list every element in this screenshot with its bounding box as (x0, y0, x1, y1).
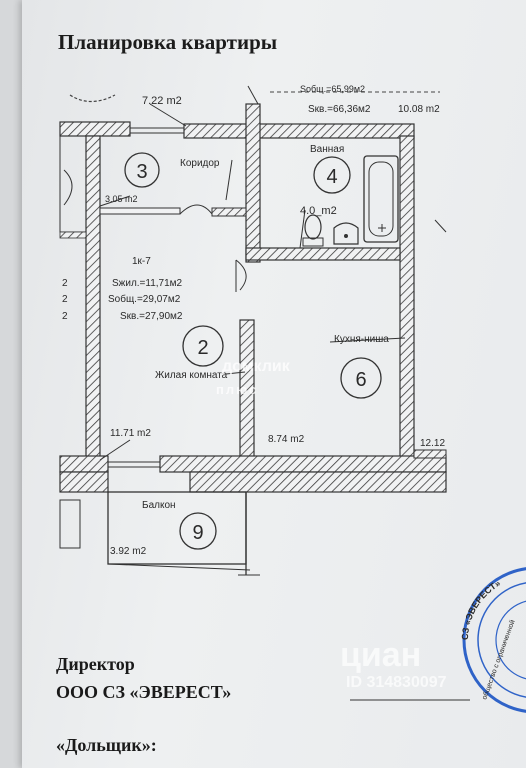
room-name: Балкон (142, 500, 176, 511)
fragment-text: 2 (62, 278, 68, 289)
wall (211, 207, 247, 217)
apartment-code: 1к-7 (132, 256, 151, 267)
header-kv-area: Sкв.=66,36м2 (308, 104, 371, 115)
room-area: 3.05 m2 (105, 194, 138, 204)
wall (413, 449, 447, 459)
director-label: Директор (56, 654, 135, 674)
stamp-text: СЗ «ЭВЕРЕСТ» (460, 578, 502, 640)
room-number-circle (313, 156, 351, 194)
wall (245, 103, 261, 263)
room-area: 3.92 m2 (110, 546, 147, 557)
toilet (304, 214, 322, 240)
wall (59, 121, 131, 137)
wall (399, 135, 415, 467)
stamp-ring-text: обществo с ограниченной (480, 619, 516, 701)
neighbor-area-right: 12.12 (420, 438, 445, 449)
room-area: 4.0_m2 (300, 205, 337, 217)
room-name: Коридор (180, 158, 220, 169)
shareholder-label: «Дольщик»: (56, 735, 157, 755)
watermark-id: ID 314830097 (346, 674, 447, 691)
wall (59, 471, 109, 493)
wall (59, 455, 109, 473)
room-number-circle (124, 152, 160, 188)
room-number: 2 (197, 337, 208, 359)
wall (183, 123, 415, 139)
svg-text:СЗ «ЭВЕРЕСТ»: СЗ «ЭВЕРЕСТ» (460, 578, 502, 640)
sink (333, 222, 359, 245)
header-total-area: Sобщ.=65,99м2 (300, 84, 365, 94)
room-area: 8.74 m2 (268, 434, 305, 445)
apartment-kv-area: Sкв.=27,90м2 (120, 311, 183, 322)
room-number: 3 (136, 161, 147, 183)
fragment-text: 2 (62, 311, 68, 322)
room-name: Кухня-ниша (334, 334, 389, 345)
wall (85, 135, 101, 467)
neighbor-area: 7.22 m2 (142, 95, 182, 107)
room-number: 9 (192, 522, 203, 544)
room-name: Ванная (310, 144, 344, 155)
room-number-circle (340, 357, 382, 399)
room-number-circle (179, 512, 217, 550)
watermark-plus: плюс (216, 382, 259, 397)
wall (189, 471, 447, 493)
company-stamp: СЗ «ЭВЕРЕСТ» обществo с ограниченной (460, 567, 526, 713)
watermark-domclick: домклик (222, 358, 290, 375)
watermark-cian: циан (340, 636, 422, 674)
wall (159, 455, 447, 473)
page-title: Планировка квартиры (58, 30, 278, 54)
room-number: 4 (326, 166, 337, 188)
apartment-total-area: Sобщ.=29,07м2 (108, 293, 181, 305)
fragment-text: 2 (62, 294, 68, 305)
wall (99, 207, 181, 215)
room-number-circle (182, 325, 224, 367)
room-name: Жилая комната (155, 370, 228, 381)
company-name: ООО СЗ «ЭВЕРЕСТ» (56, 682, 232, 702)
apartment-living-area: Sжил.=11,71м2 (112, 278, 183, 289)
bathtub (363, 155, 399, 243)
room-area: 11.71 m2 (110, 428, 151, 439)
wall (245, 247, 401, 261)
room-number: 6 (355, 369, 366, 391)
header-room-area: 10.08 m2 (398, 104, 440, 115)
